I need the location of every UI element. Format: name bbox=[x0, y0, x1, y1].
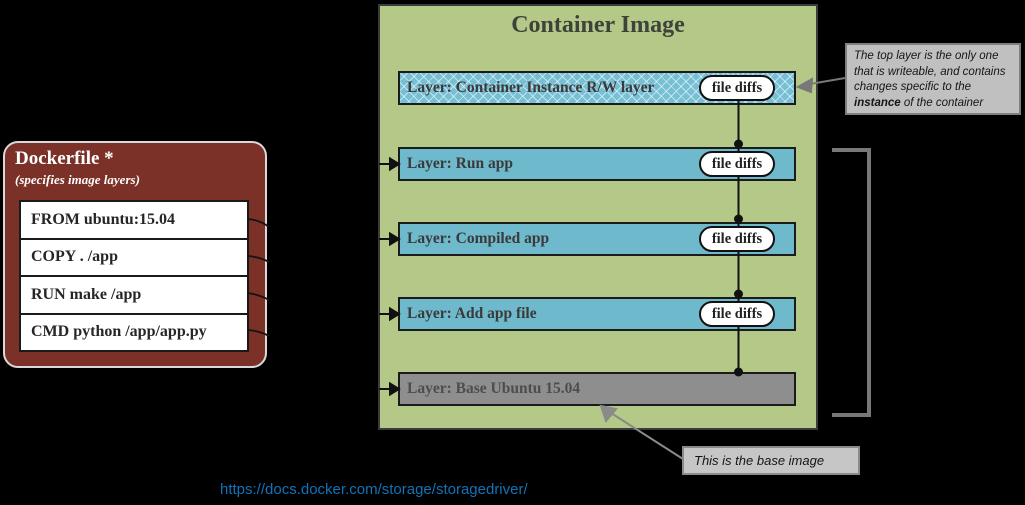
top-layer-note: The top layer is the only one that is wr… bbox=[845, 43, 1021, 115]
layer-label: Layer: Run app bbox=[407, 155, 513, 172]
dockerfile-title: Dockerfile * bbox=[15, 148, 114, 169]
dockerfile-command-copy: COPY . /app bbox=[21, 240, 247, 277]
note-line: that is writeable, and contains bbox=[854, 65, 1006, 78]
dockerfile-command-cmd: CMD python /app/app.py bbox=[31, 323, 207, 341]
note-line: instance of the container bbox=[854, 96, 1012, 112]
dockerfile-command-run: RUN make /app bbox=[21, 277, 247, 315]
note-line: changes specific to the bbox=[854, 81, 971, 93]
file-diffs-badge: file diffs bbox=[699, 301, 775, 327]
container-image-panel: Container Image bbox=[378, 4, 818, 430]
note-line: The top layer is the only one bbox=[854, 50, 999, 62]
layer-label: Layer: Container Instance R/W layer bbox=[407, 79, 655, 96]
source-url-link[interactable]: https://docs.docker.com/storage/storaged… bbox=[220, 481, 528, 498]
layer-label: Layer: Compiled app bbox=[407, 230, 550, 247]
layer-label: Layer: Base Ubuntu 15.04 bbox=[407, 380, 581, 397]
base-image-note: This is the base image bbox=[682, 446, 860, 475]
file-diffs-badge: file diffs bbox=[699, 151, 775, 177]
dockerfile-panel: Dockerfile * (specifies image layers) FR… bbox=[3, 141, 267, 368]
image-layers-bracket bbox=[832, 148, 871, 417]
note-bold-word: instance bbox=[854, 96, 901, 109]
file-diffs-badge: file diffs bbox=[699, 226, 775, 252]
dockerfile-commands: FROM ubuntu:15.04 COPY . /app RUN make /… bbox=[19, 200, 249, 352]
dockerfile-subtitle: (specifies image layers) bbox=[15, 172, 140, 187]
note-line-rest: of the container bbox=[900, 96, 984, 109]
container-image-title: Container Image bbox=[511, 12, 685, 38]
file-diffs-badge: file diffs bbox=[699, 75, 775, 101]
layer-base-ubuntu: Layer: Base Ubuntu 15.04 bbox=[398, 372, 796, 406]
base-note-text: This is the base image bbox=[694, 453, 825, 468]
dockerfile-command-from: FROM ubuntu:15.04 bbox=[21, 202, 247, 240]
layer-label: Layer: Add app file bbox=[407, 305, 537, 322]
